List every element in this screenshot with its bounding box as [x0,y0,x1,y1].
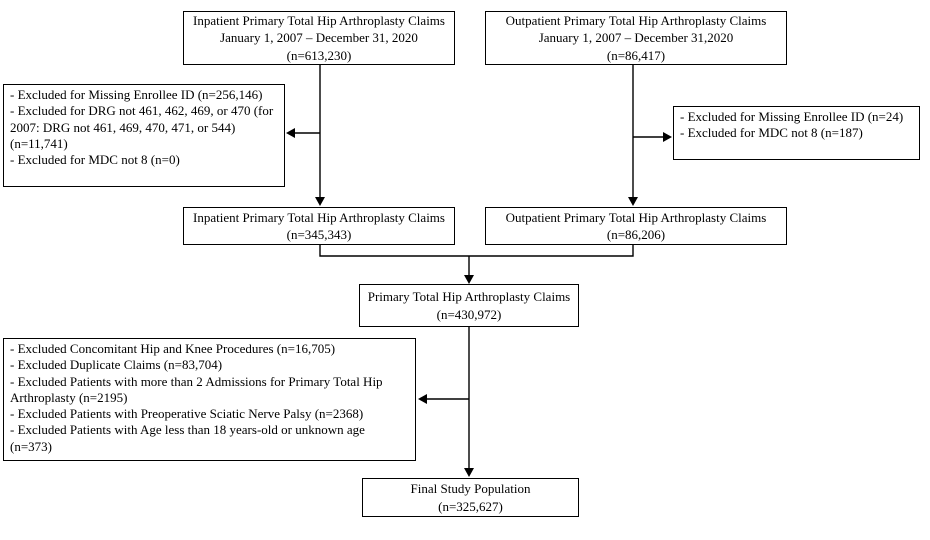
box-inpatient-filtered-claims: Inpatient Primary Total Hip Arthroplasty… [183,207,455,245]
merge-connector [319,245,634,284]
arrow-combined-down [464,327,474,477]
box-outpatient-exclusions: - Excluded for Missing Enrollee ID (n=24… [673,106,920,160]
exclusion-item: - Excluded Duplicate Claims (n=83,704) [10,357,223,373]
box-count: (n=430,972) [436,306,502,322]
box-title: Outpatient Primary Total Hip Arthroplast… [505,12,767,28]
box-title: Outpatient Primary Total Hip Arthroplast… [505,209,767,225]
box-title: Primary Total Hip Arthroplasty Claims [367,289,571,304]
exclusion-item: - Excluded Concomitant Hip and Knee Proc… [10,341,336,356]
box-count: (n=325,627) [438,498,503,514]
arrow-outpatient-exclusions [633,132,672,142]
exclusion-item: - Excluded Patients with Age less than 1… [10,422,365,454]
box-date-range: January 1, 2007 – December 31, 2020 [220,30,418,46]
exclusion-item: - Excluded Patients with more than 2 Adm… [10,373,383,405]
box-count: (n=86,417) [606,47,666,63]
box-combined-claims: Primary Total Hip Arthroplasty Claims (n… [359,284,579,327]
box-count: (n=86,206) [606,227,666,242]
exclusion-item: - Excluded for MDC not 8 (n=0) [10,152,180,168]
arrow-combined-exclusions [418,394,469,404]
box-inpatient-exclusions: - Excluded for Missing Enrollee ID (n=25… [3,84,285,187]
box-date-range: January 1, 2007 – December 31,2020 [538,30,734,46]
box-title: Inpatient Primary Total Hip Arthroplasty… [193,12,445,28]
box-final-study-population: Final Study Population (n=325,627) [362,478,579,517]
exclusion-item: - Excluded for DRG not 461, 462, 469, or… [10,103,274,151]
box-outpatient-filtered-claims: Outpatient Primary Total Hip Arthroplast… [485,207,787,245]
exclusion-item: - Excluded Patients with Preoperative Sc… [10,406,364,422]
exclusion-item: - Excluded for Missing Enrollee ID (n=25… [10,87,263,102]
box-combined-exclusions: - Excluded Concomitant Hip and Knee Proc… [3,338,416,461]
box-title: Final Study Population [410,481,531,496]
arrow-inpatient-exclusions [286,128,320,138]
arrow-inpatient-down [315,65,325,206]
box-count: (n=613,230) [286,47,352,63]
arrow-outpatient-down [628,65,638,206]
box-count: (n=345,343) [286,227,352,242]
box-title: Inpatient Primary Total Hip Arthroplasty… [193,209,445,225]
box-inpatient-initial-claims: Inpatient Primary Total Hip Arthroplasty… [183,11,455,65]
exclusion-item: - Excluded for Missing Enrollee ID (n=24… [680,109,904,124]
exclusion-item: - Excluded for MDC not 8 (n=187) [680,125,863,141]
box-outpatient-initial-claims: Outpatient Primary Total Hip Arthroplast… [485,11,787,65]
